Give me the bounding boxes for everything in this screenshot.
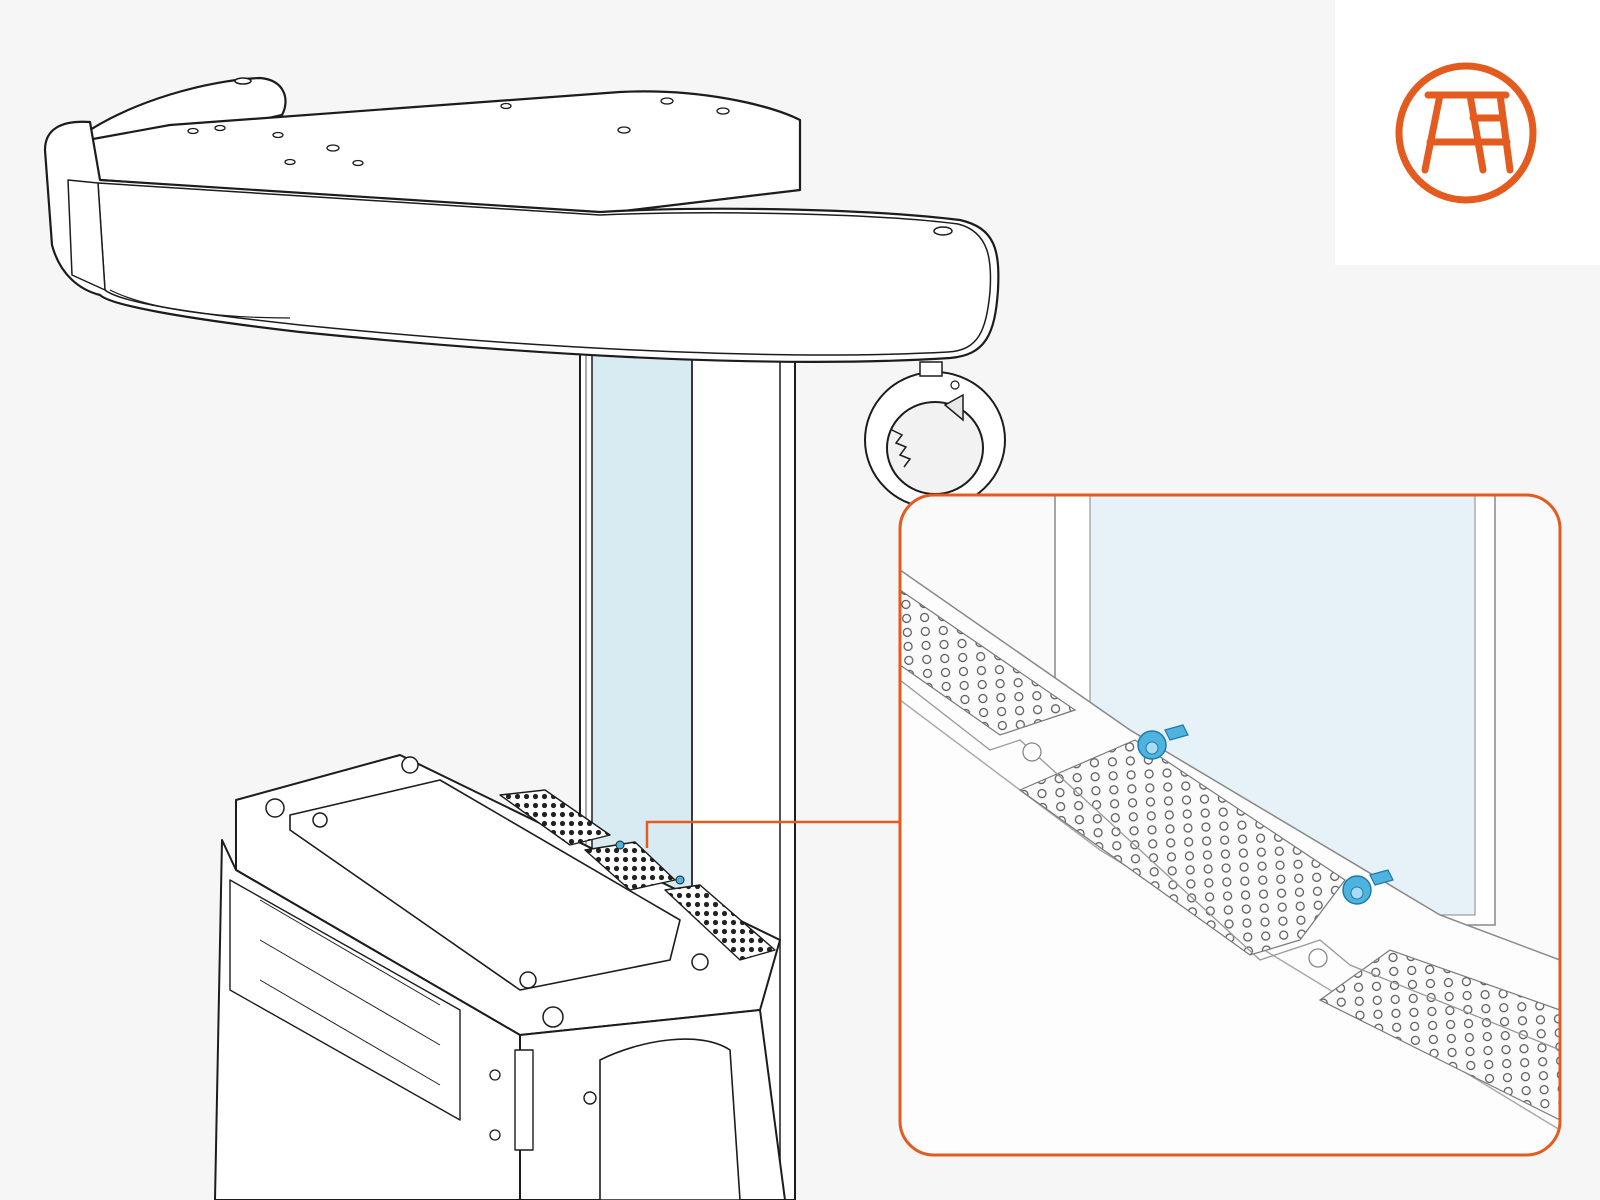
chassis-thumb-screws [615,840,685,885]
logo-panel [1335,0,1600,265]
detail-inset [898,493,1562,1157]
thumb-screw-icon [1137,724,1189,760]
chassis-unit [214,754,786,1200]
thumb-screw-icon [1342,869,1394,905]
ring-clamp [864,361,1006,509]
callout-leader-line [645,820,900,848]
top-arm-assembly [43,76,1000,363]
ladder-stool-icon [1395,62,1537,204]
